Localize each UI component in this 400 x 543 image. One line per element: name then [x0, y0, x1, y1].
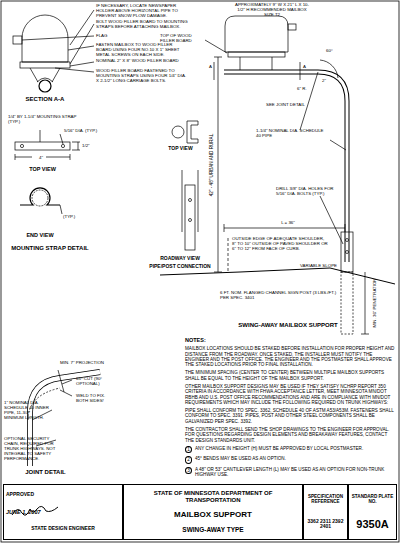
note-label: NOMINAL 2" X 8" WOOD FILLER BOARD [96, 58, 188, 63]
note-label: IF NECESSARY, LOCATE NEWSPAPER HOLDER AB… [96, 3, 188, 18]
view-title: END VIEW [15, 232, 65, 238]
note-label: 6" R. [297, 86, 317, 91]
note-number: 3 [185, 467, 192, 474]
title-block-cell: SPECIFICATION REFERENCE 3362 2311 2392 24… [303, 484, 348, 540]
title-text: SWING-AWAY TYPE [182, 526, 243, 533]
note-label: MAILBOX LOCATIONS SHOULD BE STAKED BEFOR… [185, 346, 395, 367]
note-label: 45° BENDS MAY BE USED AS AN OPTION. [195, 456, 395, 463]
pipe-post-connection [172, 121, 198, 250]
view-title: PIPE/POST CONNECTION [145, 264, 215, 270]
view-title: TOP VIEW [153, 146, 208, 152]
note-label: THE MINIMUM SPACING (CENTER TO CENTER) B… [185, 370, 395, 381]
note-label: 65° CUT (90° OPTIONAL) [76, 376, 114, 386]
notes-column: NOTES: MAILBOX LOCATIONS SHOULD BE STAKED… [185, 337, 395, 477]
note-label: 1" NOMINAL DIA. SCHEDULE 40 INNER PIPE, … [4, 400, 50, 420]
note-label: APPROXIMATELY 9" W X 21" L X 10-1/2" H R… [232, 2, 312, 17]
mounting-strap [15, 130, 80, 214]
note-label: L = 36" [268, 220, 308, 225]
note-number: 2 [185, 456, 192, 463]
view-title: ROADWAY VIEW [150, 256, 210, 262]
title-text: 3362 2311 2392 2401 [306, 519, 345, 530]
view-title: SWING-AWAY MAILBOX SUPPORT [218, 322, 358, 329]
title-text: SPECIFICATION REFERENCE [306, 494, 345, 504]
view-title: MOUNTING STRAP DETAIL [3, 245, 97, 252]
note-label: THE CONTRACTOR SHALL SEND THE SHOP DRAWI… [185, 427, 395, 443]
note-label: OTHER MAILBOX SUPPORT DESIGNS MAY BE USE… [185, 384, 395, 405]
note-label: OPTIONAL SECURITY CHAIN, REQUIRED FOR TR… [4, 436, 56, 461]
swing-away-support [160, 16, 395, 334]
title-text: STANDARD PLATE NO. [351, 494, 394, 504]
note-label: (TYP.) [63, 214, 88, 219]
title-text: 9350A [356, 518, 388, 530]
note-label: FASTEN MAILBOX TO WOOD FILLER BOARD USIN… [96, 42, 188, 57]
view-title: SECTION A-A [10, 96, 80, 103]
title-text: STATE OF MINNESOTA DEPARTMENT OF TRANSPO… [126, 490, 300, 503]
note-label: OUTSIDE EDGE OF ADEQUATE SHOULDER, 8" TO… [232, 236, 328, 251]
title-block-cell: STATE OF MINNESOTA DEPARTMENT OF TRANSPO… [123, 484, 303, 540]
note-row: 245° BENDS MAY BE USED AS AN OPTION. [185, 456, 395, 463]
note-label: 2" [322, 78, 332, 83]
note-label: 1/4" BY 1-1/4" MOUNTING STRAP (TYP.) [8, 114, 86, 124]
note-label: VARIABLE SLOPE [300, 263, 345, 268]
note-label: SEE JOINT DETAIL [266, 102, 316, 107]
note-label: 5/16" DIA. (TYP.) [64, 128, 104, 133]
note-label: 6 FT. NOM. FLANGED CHANNEL SIGN POST (3 … [220, 290, 338, 300]
note-label: 42" - 48" URBAN AND RURAL [209, 95, 214, 235]
note-label: 60° [326, 48, 341, 53]
note-number: 1 [185, 446, 192, 453]
note-label: A 48" OR 53" CANTILEVER LENGTH (L) MAY B… [195, 467, 395, 478]
view-title: TOP VIEW [15, 166, 70, 172]
note-label: A [209, 64, 217, 69]
title-block-cell: APPROVED JUNE 1, 2007STATE DESIGN ENGINEE… [3, 484, 123, 540]
view-title: JOINT DETAIL [8, 469, 83, 476]
note-label: 1-1/4" NOMINAL DIA. SCHEDULE 40 PIPE [256, 128, 324, 138]
note-label: PIPE SHALL CONFORM TO SPEC. 3362, SCHEDU… [185, 408, 395, 424]
note-label: FLAG [96, 33, 136, 38]
note-label: 4" [36, 155, 46, 160]
note-row: 3A 48" OR 53" CANTILEVER LENGTH (L) MAY … [185, 467, 395, 478]
title-text: APPROVED [6, 492, 34, 498]
note-row: 1ANY CHANGE IN HEIGHT (H) MUST BE APPROV… [185, 446, 395, 453]
title-block-cell: STANDARD PLATE NO. 9350A [348, 484, 397, 540]
note-label: BOLT WOOD FILLER BOARD TO MOUNTING STRAP… [96, 19, 188, 29]
view-title: NOTES: [185, 337, 395, 343]
note-label: DRILL 3/8" DIA. HOLES FOR 5/16" DIA. BOL… [276, 186, 344, 196]
section-a-a [13, 10, 94, 92]
title-text: STATE DESIGN ENGINEER [31, 526, 95, 532]
note-label: TOP OF WOOD FILLER BOARD [160, 33, 205, 43]
note-label: MIN. 7" PROJECTION [60, 360, 106, 365]
note-label: ANY CHANGE IN HEIGHT (H) MUST BE APPROVE… [195, 446, 395, 453]
title-text: JUNE 1, 2007 [6, 509, 41, 515]
note-label: A [303, 64, 311, 69]
title-text: MAILBOX SUPPORT [174, 511, 252, 520]
note-label: WELD TO FIX. BOTH SIDES! [76, 393, 114, 403]
note-label: WOOD FILLER BOARD FASTENED TO MOUNTING S… [96, 68, 188, 83]
note-label: MIN. 36" PENETRATION [372, 273, 377, 333]
note-label: 1/2" [82, 143, 96, 148]
